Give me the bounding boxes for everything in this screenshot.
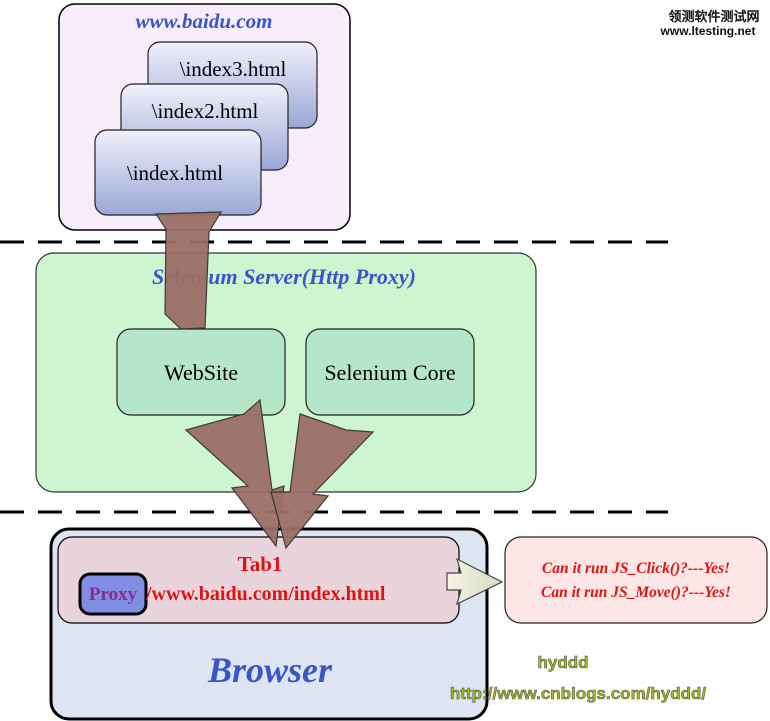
page-label-index2: \index2.html <box>152 99 259 123</box>
page-label-index: \index.html <box>127 161 223 185</box>
watermark-url: www.ltesting.net <box>660 24 756 38</box>
selenium-server-box: Selenium Server(Http Proxy) WebSite Sele… <box>35 252 537 493</box>
tab-url: /www.baidu.com/index.html <box>145 583 386 605</box>
website-box: www.baidu.com \index3.html \index2.html … <box>58 3 351 231</box>
author-blog-link[interactable]: http://www.cnblogs.com/hyddd/ <box>450 684 707 704</box>
arrow-core-to-browser <box>270 413 375 550</box>
website-title: www.baidu.com <box>136 9 273 33</box>
watermark-title: 领测软件测试网 <box>668 9 759 24</box>
author-name: hyddd <box>538 653 589 672</box>
browser-tab: Tab1 Proxy /www.baidu.com/index.html <box>57 536 460 624</box>
callout-arrow <box>446 557 504 606</box>
page-label-index3: \index3.html <box>180 57 287 81</box>
callout-line-move: Can it run JS_Move()?---Yes! <box>541 584 731 601</box>
browser-title: Browser <box>207 650 333 690</box>
tab-title: Tab1 <box>238 552 283 576</box>
js-support-callout: Can it run JS_Click()?---Yes! Can it run… <box>504 536 768 624</box>
website-module-label: WebSite <box>164 360 238 385</box>
proxy-badge <box>78 572 148 616</box>
proxy-label: Proxy <box>89 584 138 605</box>
selenium-core-label: Selenium Core <box>324 360 455 385</box>
browser-box: Browser Tab1 Proxy /www.baidu.com/index.… <box>49 527 489 721</box>
page-card-index: \index.html <box>94 129 262 216</box>
arrow-site-to-website <box>154 211 223 330</box>
callout-line-click: Can it run JS_Click()?---Yes! <box>542 560 730 577</box>
website-module: WebSite <box>116 328 286 416</box>
selenium-core-module: Selenium Core <box>305 328 475 416</box>
arrow-website-to-browser <box>184 398 285 548</box>
